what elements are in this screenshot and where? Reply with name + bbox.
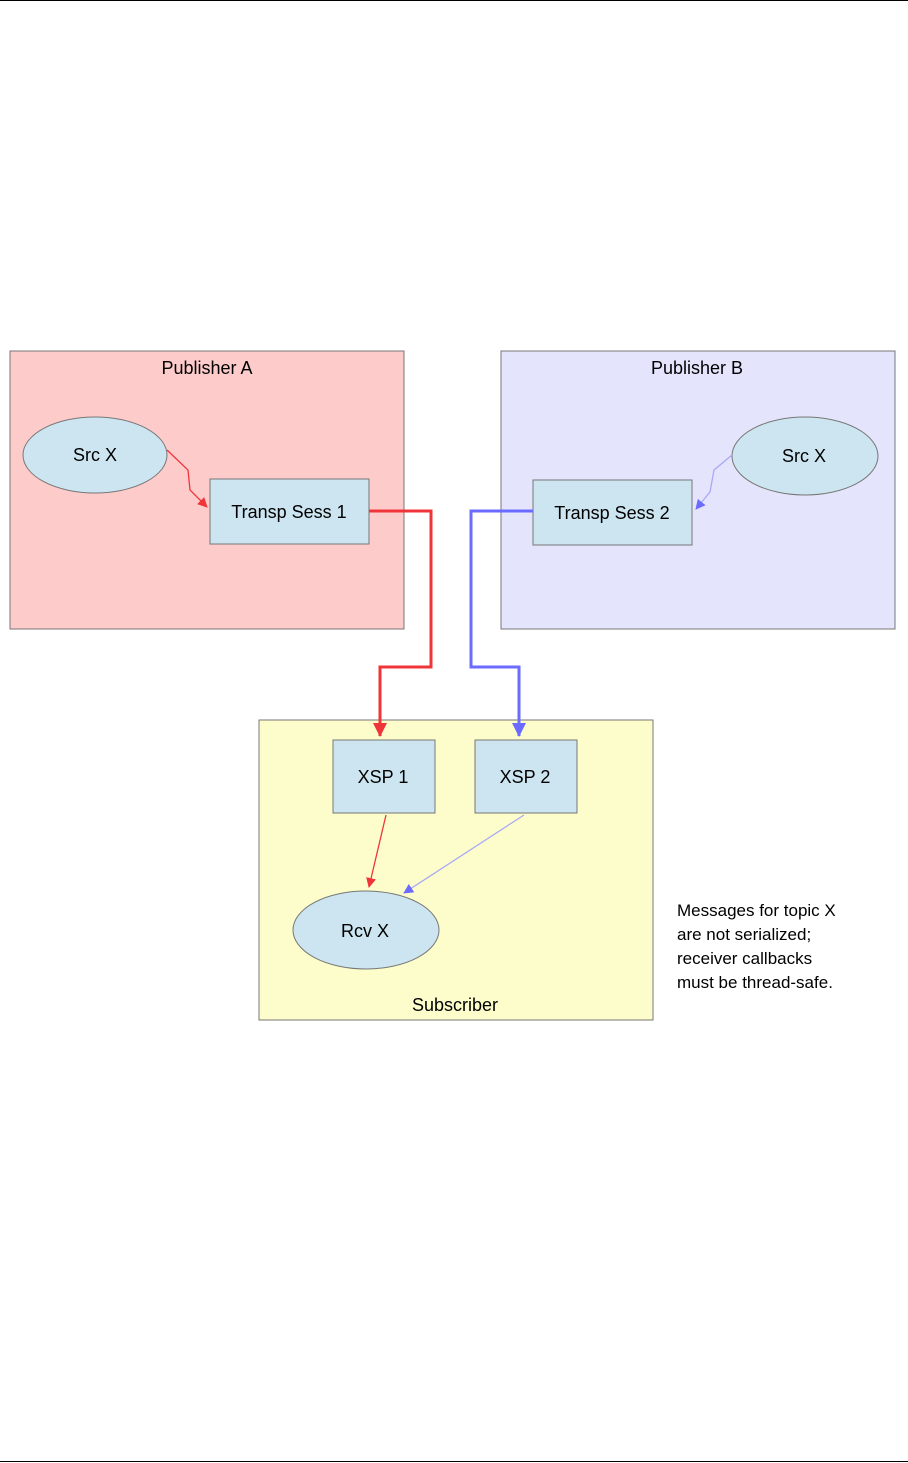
xsp-2-label: XSP 2 bbox=[500, 767, 551, 787]
receiver-label: Rcv X bbox=[341, 921, 389, 941]
xsp-1-label: XSP 1 bbox=[358, 767, 409, 787]
receiver-node bbox=[292, 890, 440, 970]
transport-2-to-xsp-2-flow bbox=[469, 509, 533, 737]
publisher-b-source-node bbox=[731, 416, 879, 496]
publisher-b-group: Publisher B Src X Transp Sess 2 bbox=[500, 350, 896, 630]
note-line: must be thread-safe. bbox=[677, 973, 833, 992]
subscriber-title: Subscriber bbox=[412, 995, 498, 1015]
subscriber-group: Subscriber XSP 1 XSP 2 Rcv X bbox=[258, 719, 654, 1021]
xsp-1-node bbox=[332, 739, 436, 814]
publisher-a-transport-label: Transp Sess 1 bbox=[231, 502, 346, 522]
thread-safety-note: Messages for topic X are not serialized;… bbox=[677, 899, 897, 995]
publisher-b-transport-label: Transp Sess 2 bbox=[554, 503, 669, 523]
publisher-b-source-label: Src X bbox=[782, 446, 826, 466]
note-line: Messages for topic X bbox=[677, 901, 836, 920]
publisher-b-title: Publisher B bbox=[651, 358, 743, 378]
xsp-2-node bbox=[474, 739, 578, 814]
xsp-2-to-receiver-arrow bbox=[403, 814, 525, 894]
note-line: are not serialized; bbox=[677, 925, 812, 944]
page-bottom-rule bbox=[0, 1461, 908, 1462]
publisher-b-source-to-transport-arrow bbox=[695, 454, 733, 510]
subscriber-box bbox=[258, 719, 654, 1021]
publisher-a-source-to-transport-arrow bbox=[166, 449, 208, 508]
page-top-rule bbox=[0, 0, 908, 1]
transport-1-to-xsp-1-flow bbox=[369, 509, 433, 737]
publisher-a-source-node bbox=[22, 416, 168, 494]
publisher-b-transport-node bbox=[532, 479, 693, 546]
publisher-a-title: Publisher A bbox=[161, 358, 252, 378]
publisher-a-group: Publisher A Src X Transp Sess 1 bbox=[9, 350, 405, 630]
note-line: receiver callbacks bbox=[677, 949, 813, 968]
xsp-1-to-receiver-arrow bbox=[366, 814, 387, 888]
publisher-a-source-label: Src X bbox=[73, 445, 117, 465]
